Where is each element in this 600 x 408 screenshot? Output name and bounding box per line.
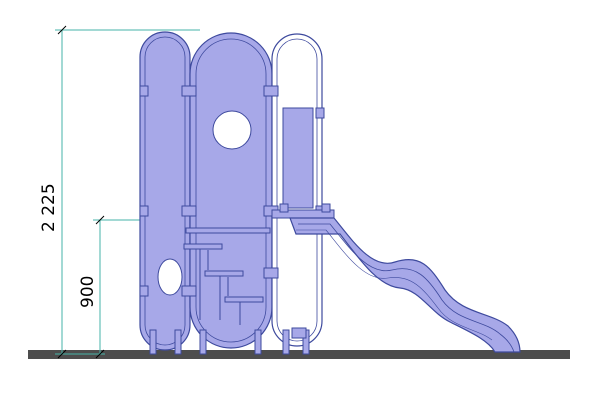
- left-panel-porthole: [157, 258, 183, 296]
- dimension-ticks: [57, 25, 105, 359]
- dimension-lines: [55, 29, 200, 355]
- clamps: [139, 85, 325, 339]
- right-frame: [271, 33, 323, 347]
- platform-height-label: 900: [78, 276, 98, 308]
- posts: [149, 329, 310, 355]
- right-frame-panel: [282, 107, 314, 209]
- total-height-label: 2 225: [39, 183, 59, 232]
- ground-line: [28, 350, 570, 359]
- slide: [289, 217, 521, 353]
- left-panel: [139, 31, 191, 351]
- internal-steps: [183, 227, 271, 325]
- center-panel-porthole: [212, 110, 252, 150]
